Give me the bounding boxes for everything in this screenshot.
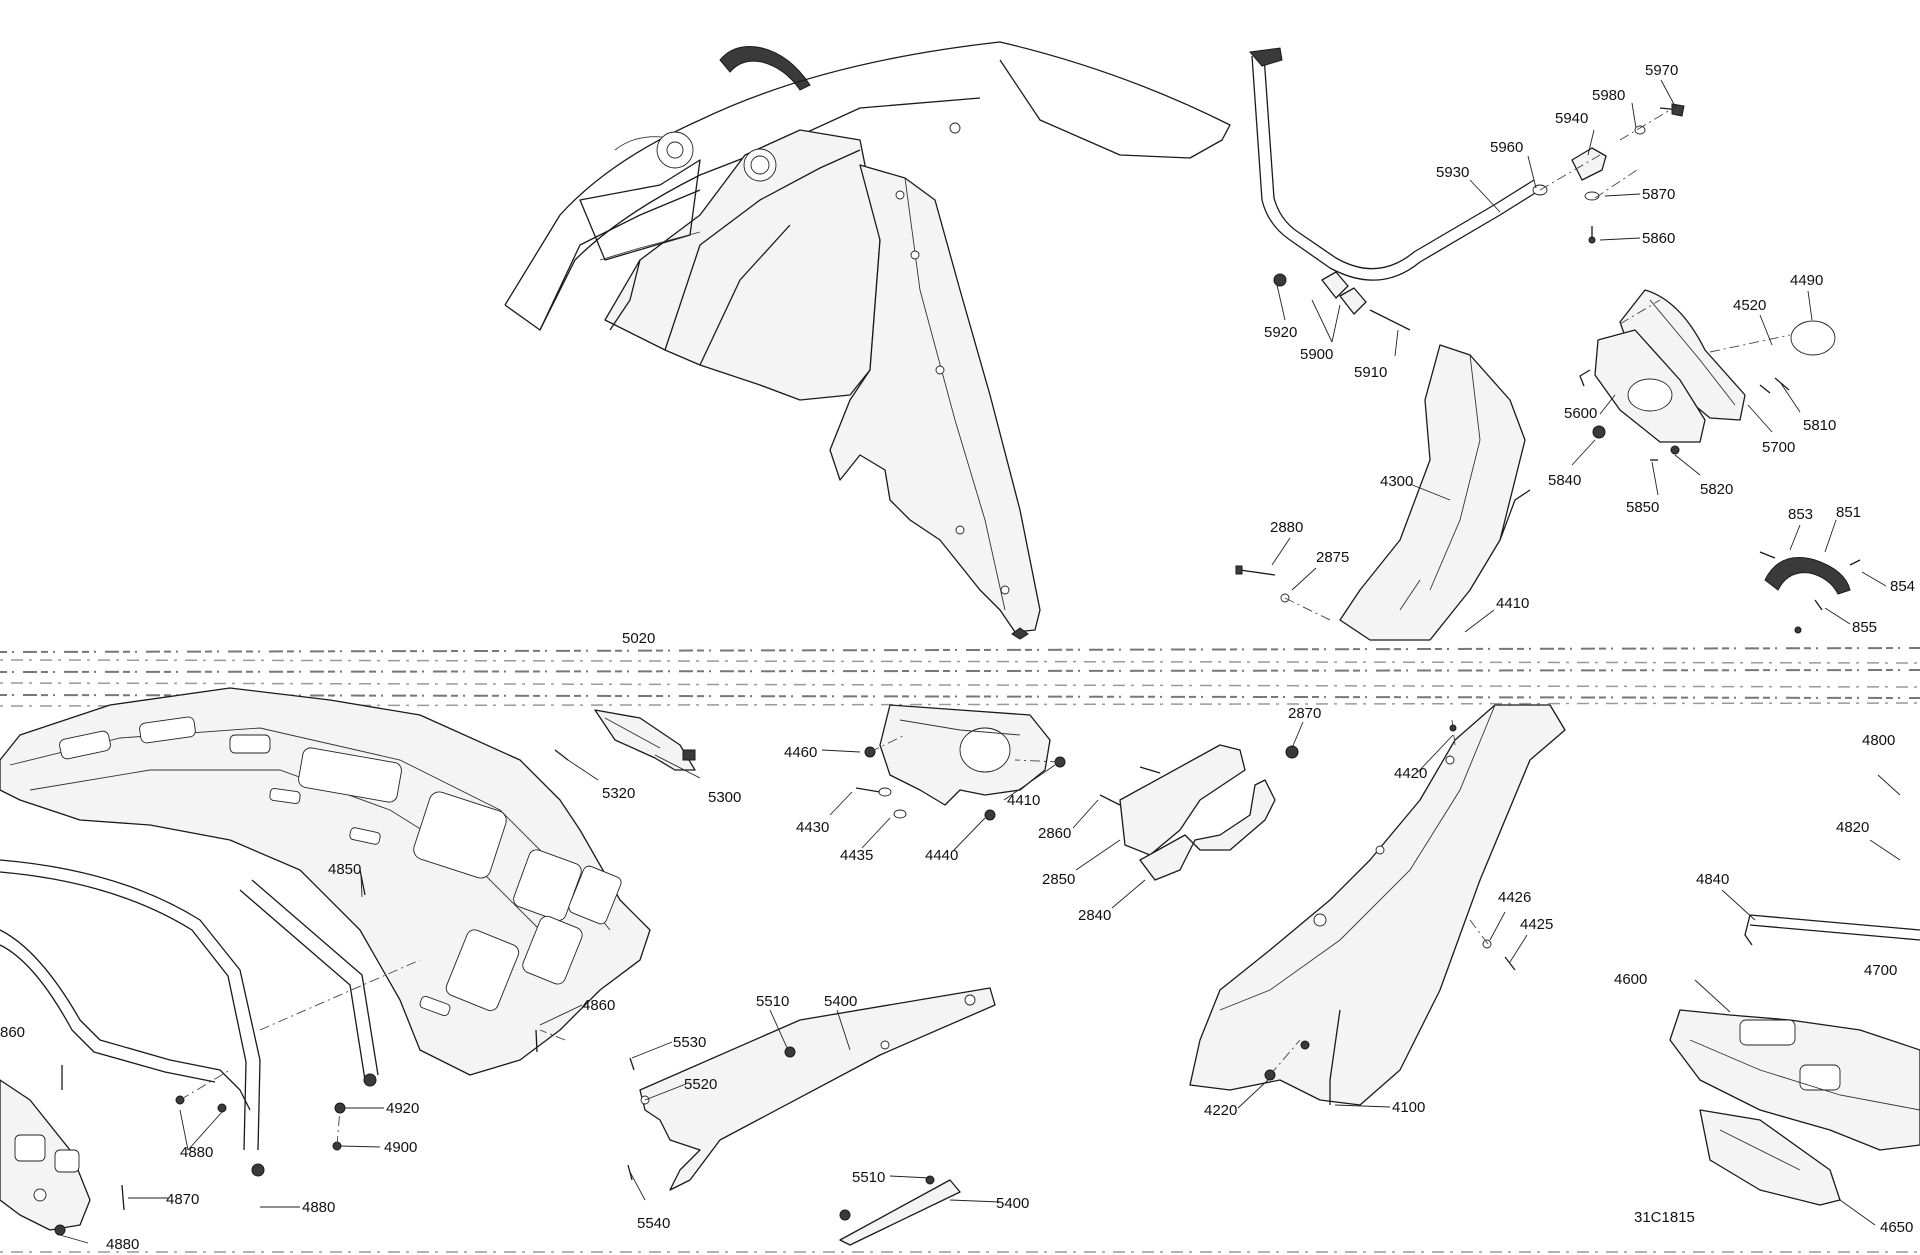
callout-4880-mid: 4880 bbox=[302, 1199, 335, 1216]
callout-4430: 4430 bbox=[796, 819, 829, 836]
callout-4520: 4520 bbox=[1733, 297, 1766, 314]
callout-5510-upper: 5510 bbox=[756, 993, 789, 1010]
rear-rack-corner bbox=[0, 1079, 91, 1231]
callout-5810: 5810 bbox=[1803, 417, 1836, 434]
assembly-guide-lines bbox=[179, 109, 1791, 1147]
callout-4425: 4425 bbox=[1520, 916, 1553, 933]
callout-4440: 4440 bbox=[925, 847, 958, 864]
callout-4860: 4860 bbox=[582, 997, 615, 1014]
callout-5400-upper: 5400 bbox=[824, 993, 857, 1010]
callout-4460: 4460 bbox=[784, 744, 817, 761]
rear-footwell-right bbox=[1669, 1009, 1920, 1206]
callout-851: 851 bbox=[1836, 504, 1861, 521]
callout-5900: 5900 bbox=[1300, 346, 1333, 363]
callout-5970: 5970 bbox=[1645, 62, 1678, 79]
callout-4435: 4435 bbox=[840, 847, 873, 864]
callout-5520: 5520 bbox=[684, 1076, 717, 1093]
callout-5820: 5820 bbox=[1700, 481, 1733, 498]
handlebar-tube bbox=[1249, 47, 1541, 331]
side-grab-handle bbox=[1759, 551, 1861, 611]
callout-5960: 5960 bbox=[1490, 139, 1523, 156]
callout-4850: 4850 bbox=[328, 861, 361, 878]
callout-5860: 5860 bbox=[1642, 230, 1675, 247]
mounting-bracket bbox=[1099, 744, 1299, 881]
callout-854: 854 bbox=[1890, 578, 1915, 595]
callout-5700: 5700 bbox=[1762, 439, 1795, 456]
callout-855: 855 bbox=[1852, 619, 1877, 636]
callout-5910: 5910 bbox=[1354, 364, 1387, 381]
front-cargo-rack bbox=[0, 687, 651, 1076]
bottom-fasteners bbox=[54, 869, 1516, 1236]
callout-2840: 2840 bbox=[1078, 907, 1111, 924]
callout-4410-top: 4410 bbox=[1496, 595, 1529, 612]
callout-5400-lower: 5400 bbox=[996, 1195, 1029, 1212]
callout-5840: 5840 bbox=[1548, 472, 1581, 489]
callout-5300: 5300 bbox=[708, 789, 741, 806]
callout-853: 853 bbox=[1788, 506, 1813, 523]
deflector-panel bbox=[554, 709, 696, 771]
callout-5980: 5980 bbox=[1592, 87, 1625, 104]
callout-4650: 4650 bbox=[1880, 1219, 1913, 1236]
callout-5530: 5530 bbox=[673, 1034, 706, 1051]
callout-5870: 5870 bbox=[1642, 186, 1675, 203]
callout-5320: 5320 bbox=[602, 785, 635, 802]
callout-4700: 4700 bbox=[1864, 962, 1897, 979]
callout-2850: 2850 bbox=[1042, 871, 1075, 888]
callout-4820: 4820 bbox=[1836, 819, 1869, 836]
callout-4870: 4870 bbox=[166, 1191, 199, 1208]
callout-4220: 4220 bbox=[1204, 1102, 1237, 1119]
upper-grab-handle bbox=[719, 46, 811, 91]
callout-5940: 5940 bbox=[1555, 110, 1588, 127]
callout-4880-left: 4880 bbox=[180, 1144, 213, 1161]
callout-4420: 4420 bbox=[1394, 765, 1427, 782]
callout-5510-lower: 5510 bbox=[852, 1169, 885, 1186]
callout-labels: 5970 5980 5940 5960 5930 5870 5860 5920 … bbox=[0, 62, 1915, 1253]
front-fender-assembly bbox=[504, 41, 1231, 401]
callout-2870: 2870 bbox=[1288, 705, 1321, 722]
callout-860: 860 bbox=[0, 1024, 25, 1041]
callout-2860: 2860 bbox=[1038, 825, 1071, 842]
callout-5850: 5850 bbox=[1626, 499, 1659, 516]
callout-4490: 4490 bbox=[1790, 272, 1823, 289]
callout-4410-bottom: 4410 bbox=[1007, 792, 1040, 809]
callout-4800: 4800 bbox=[1862, 732, 1895, 749]
callout-4840: 4840 bbox=[1696, 871, 1729, 888]
callout-5020: 5020 bbox=[622, 630, 655, 647]
center-bracket-assembly bbox=[855, 704, 1066, 821]
mud-flap-panel bbox=[829, 164, 1041, 640]
callout-5600: 5600 bbox=[1564, 405, 1597, 422]
callout-4300: 4300 bbox=[1380, 473, 1413, 490]
callout-5540: 5540 bbox=[637, 1215, 670, 1232]
lower-strut-bracket bbox=[639, 987, 996, 1246]
callout-4100: 4100 bbox=[1392, 1099, 1425, 1116]
rear-fender-lower bbox=[1189, 704, 1566, 1106]
callout-leaders bbox=[59, 79, 1901, 1244]
rack-tube-frame bbox=[0, 859, 379, 1177]
callout-4880-bottom: 4880 bbox=[106, 1236, 139, 1253]
rear-fender-upper bbox=[1339, 344, 1531, 641]
callout-4600: 4600 bbox=[1614, 971, 1647, 988]
callout-5930: 5930 bbox=[1436, 164, 1469, 181]
rear-light-housing bbox=[1579, 289, 1836, 461]
callout-4426: 4426 bbox=[1498, 889, 1531, 906]
diagram-reference-code: 31C1815 bbox=[1634, 1209, 1695, 1226]
callout-4920: 4920 bbox=[386, 1100, 419, 1117]
callout-4900: 4900 bbox=[384, 1139, 417, 1156]
side-bar-4840 bbox=[1744, 914, 1920, 946]
callout-2880: 2880 bbox=[1270, 519, 1303, 536]
callout-2875: 2875 bbox=[1316, 549, 1349, 566]
callout-5920: 5920 bbox=[1264, 324, 1297, 341]
